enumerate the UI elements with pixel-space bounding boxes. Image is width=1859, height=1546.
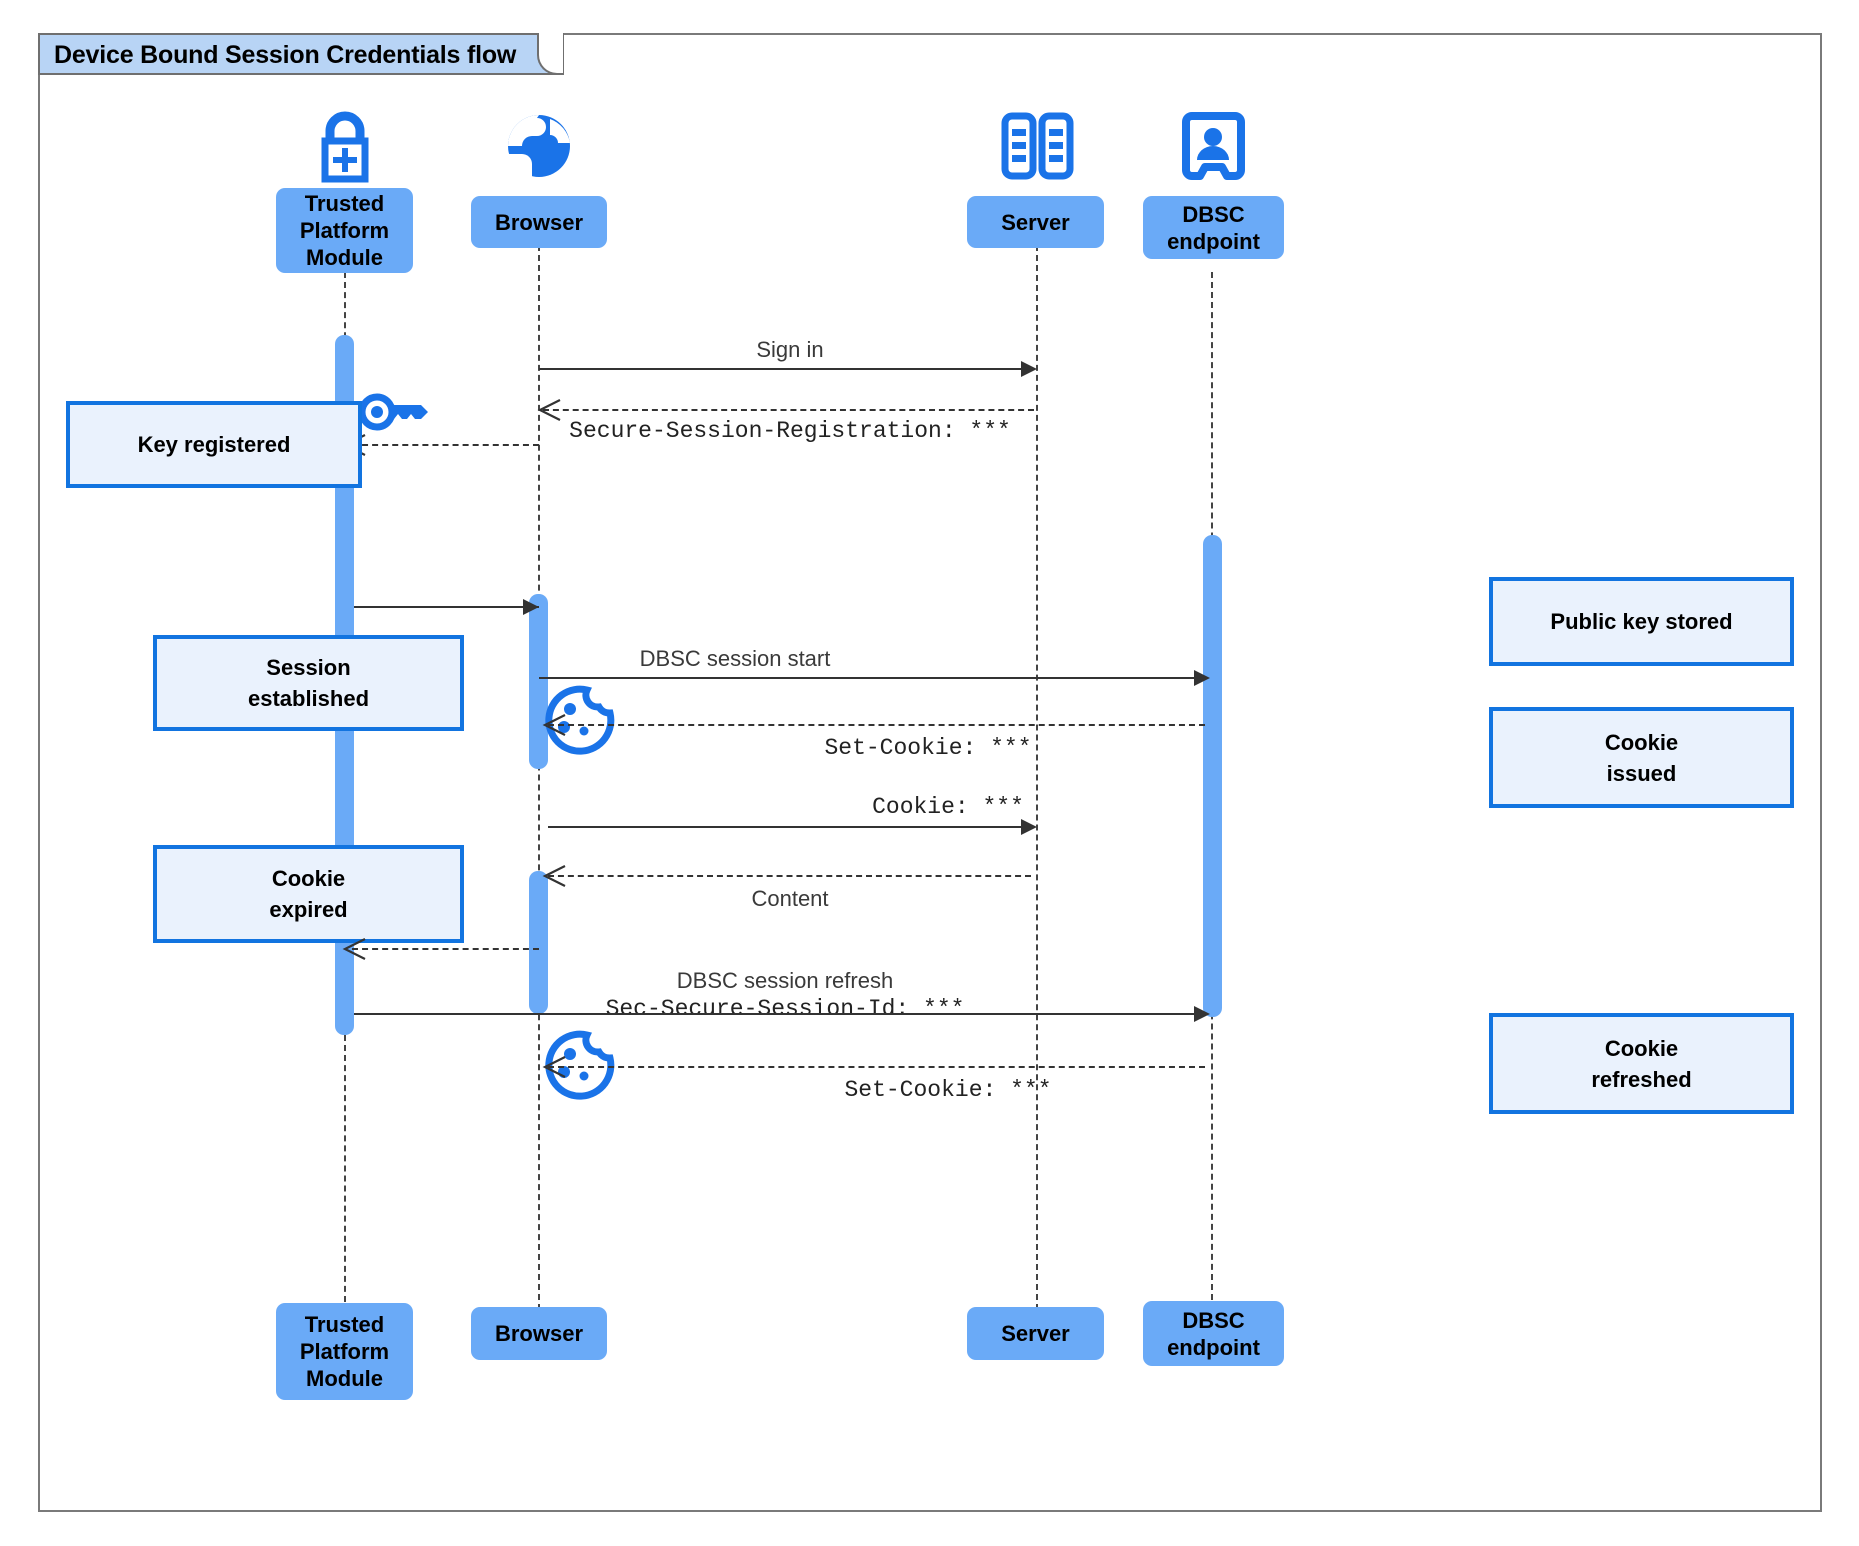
arrow-key-ready [523, 599, 539, 615]
note-session-established-line1: Session [266, 655, 351, 680]
message-line-dbsc-session-start [539, 677, 1205, 679]
message-label-dbsc-session-refresh: DBSC session refresh [676, 968, 894, 993]
note-public-key-stored: Public key stored [1489, 577, 1794, 666]
arrow-dbsc-session-start [1194, 670, 1210, 686]
participant-dbsc-bottom-label-2: endpoint [1167, 1334, 1260, 1360]
participant-server-top[interactable]: Server [967, 196, 1104, 248]
participant-tpm-top[interactable]: Trusted Platform Module [276, 188, 413, 273]
participant-browser-bottom-label: Browser [494, 1321, 584, 1346]
lock-plus-icon [306, 107, 384, 185]
participant-tpm-label-1: Trusted [304, 191, 385, 216]
message-label-sign-in: Sign in [756, 337, 824, 362]
note-cookie-issued-line1: Cookie [1604, 729, 1679, 755]
activation-dbsc [1203, 535, 1222, 1017]
message-line-key-ready [354, 606, 539, 608]
message-line-sign-in [539, 368, 1030, 370]
participant-dbsc-label-2: endpoint [1167, 228, 1260, 254]
arrow-dbsc-session-refresh [1194, 1006, 1210, 1022]
note-public-key-stored-text: Public key stored [1550, 609, 1733, 634]
participant-browser-bottom[interactable]: Browser [471, 1307, 607, 1360]
activation-browser-2 [529, 871, 548, 1014]
note-cookie-expired-line2: expired [269, 897, 348, 922]
note-cookie-refreshed-line2: refreshed [1591, 1066, 1692, 1092]
arrow-cookie-1 [1021, 819, 1037, 835]
arrow-set-cookie-2 [541, 1055, 566, 1078]
message-label-cookie-1: Cookie: *** [872, 794, 1024, 820]
diagram-title: Device Bound Session Credentials flow [38, 33, 565, 75]
arrow-set-cookie-1 [541, 713, 566, 736]
participant-server-bottom-label: Server [1001, 1321, 1070, 1346]
participant-tpm-label-2: Platform [299, 218, 390, 243]
participant-dbsc-bottom[interactable]: DBSC endpoint [1143, 1301, 1284, 1366]
participant-server-bottom[interactable]: Server [967, 1307, 1104, 1360]
note-cookie-issued: Cookie issued [1489, 707, 1794, 808]
arrow-sign-in [1021, 361, 1037, 377]
message-label-set-cookie-2: Set-Cookie: *** [844, 1077, 1052, 1103]
lifeline-server [1036, 245, 1038, 1310]
message-label-sec-secure-session-id: Sec-Secure-Session-Id: *** [605, 996, 965, 1022]
arrow-refresh-request-tpm [341, 937, 366, 960]
note-key-registered-text: Key registered [137, 432, 291, 457]
participant-browser-label: Browser [494, 209, 584, 235]
participant-dbsc-bottom-label-1: DBSC [1182, 1307, 1245, 1333]
participant-dbsc-label-1: DBSC [1182, 201, 1245, 227]
note-session-established-line2: established [247, 686, 370, 711]
globe-icon [503, 110, 575, 182]
participant-tpm-bottom-label-2: Platform [299, 1339, 390, 1364]
message-line-register-key [352, 444, 539, 446]
message-line-cookie-1 [548, 826, 1031, 828]
message-line-set-cookie-1 [548, 724, 1205, 726]
message-line-refresh-request-tpm [352, 948, 539, 950]
diagram-title-text: Device Bound Session Credentials flow [54, 41, 517, 69]
participant-tpm-bottom-label-1: Trusted [304, 1312, 385, 1337]
participant-server-label: Server [1001, 209, 1070, 235]
message-label-set-cookie-1: Set-Cookie: *** [824, 735, 1032, 761]
participant-tpm-bottom[interactable]: Trusted Platform Module [276, 1303, 413, 1400]
participant-browser-top[interactable]: Browser [471, 196, 607, 248]
message-line-secure-session-registration [543, 409, 1034, 411]
arrow-content [541, 864, 566, 887]
participant-tpm-bottom-label-3: Module [306, 1366, 383, 1391]
message-line-content [548, 875, 1031, 877]
server-rack-icon [1000, 110, 1075, 182]
message-line-set-cookie-2 [548, 1066, 1205, 1068]
lifeline-browser [538, 245, 540, 1310]
note-cookie-refreshed: Cookie refreshed [1489, 1013, 1794, 1114]
note-cookie-expired: Cookie expired [153, 845, 464, 943]
message-label-content: Content [751, 886, 829, 911]
message-line-dbsc-session-refresh [354, 1013, 1205, 1015]
participant-tpm-label-3: Module [306, 245, 383, 270]
arrow-secure-session-registration [536, 398, 561, 421]
note-cookie-refreshed-line1: Cookie [1604, 1035, 1679, 1061]
key-icon [358, 386, 430, 438]
note-key-registered: Key registered [66, 401, 362, 488]
message-label-dbsc-session-start: DBSC session start [639, 646, 831, 671]
note-cookie-issued-line2: issued [1606, 760, 1677, 786]
note-session-established: Session established [153, 635, 464, 731]
participant-dbsc-top[interactable]: DBSC endpoint [1143, 196, 1284, 259]
frame-title-notch [537, 33, 564, 75]
note-cookie-expired-line1: Cookie [271, 866, 346, 891]
id-badge-icon [1182, 110, 1245, 182]
message-label-secure-session-registration: Secure-Session-Registration: *** [569, 418, 1011, 444]
